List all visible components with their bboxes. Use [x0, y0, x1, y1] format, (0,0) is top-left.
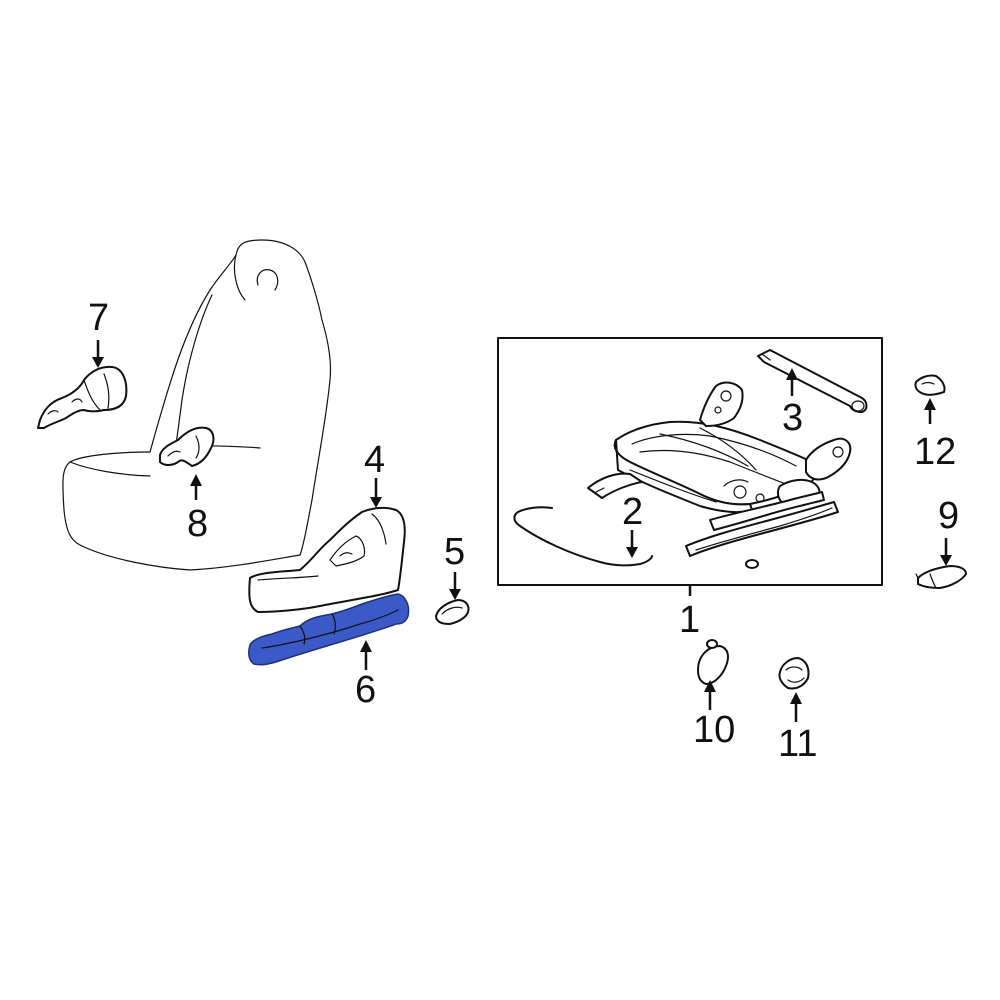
part-1-frame-box: [497, 337, 883, 586]
callout-5: 5: [444, 531, 465, 573]
callout-1: 1: [679, 599, 700, 641]
callout-3: 3: [782, 397, 803, 439]
part-10-shape: [697, 639, 729, 685]
callout-7: 7: [88, 297, 109, 339]
callout-9: 9: [938, 495, 959, 537]
callout-2: 2: [622, 491, 643, 533]
part-3-shape: [757, 349, 868, 413]
part-8-shape: [159, 426, 215, 467]
leader-arrows: [92, 340, 952, 722]
part-11-shape: [778, 657, 810, 690]
part-12-shape: [914, 374, 946, 396]
callout-6: 6: [355, 669, 376, 711]
part-7-shape: [37, 365, 128, 429]
part-9-shape: [915, 565, 967, 589]
callout-10: 10: [693, 709, 735, 751]
part-4-shape: [248, 506, 406, 613]
callout-12: 12: [914, 431, 956, 473]
part-5-shape: [435, 599, 470, 625]
part-2-shape: [513, 506, 653, 567]
callout-8: 8: [187, 503, 208, 545]
callout-11: 11: [778, 723, 817, 765]
part-6-shape: [248, 593, 410, 666]
callout-4: 4: [364, 439, 385, 481]
seat-track-assembly: [587, 381, 852, 569]
